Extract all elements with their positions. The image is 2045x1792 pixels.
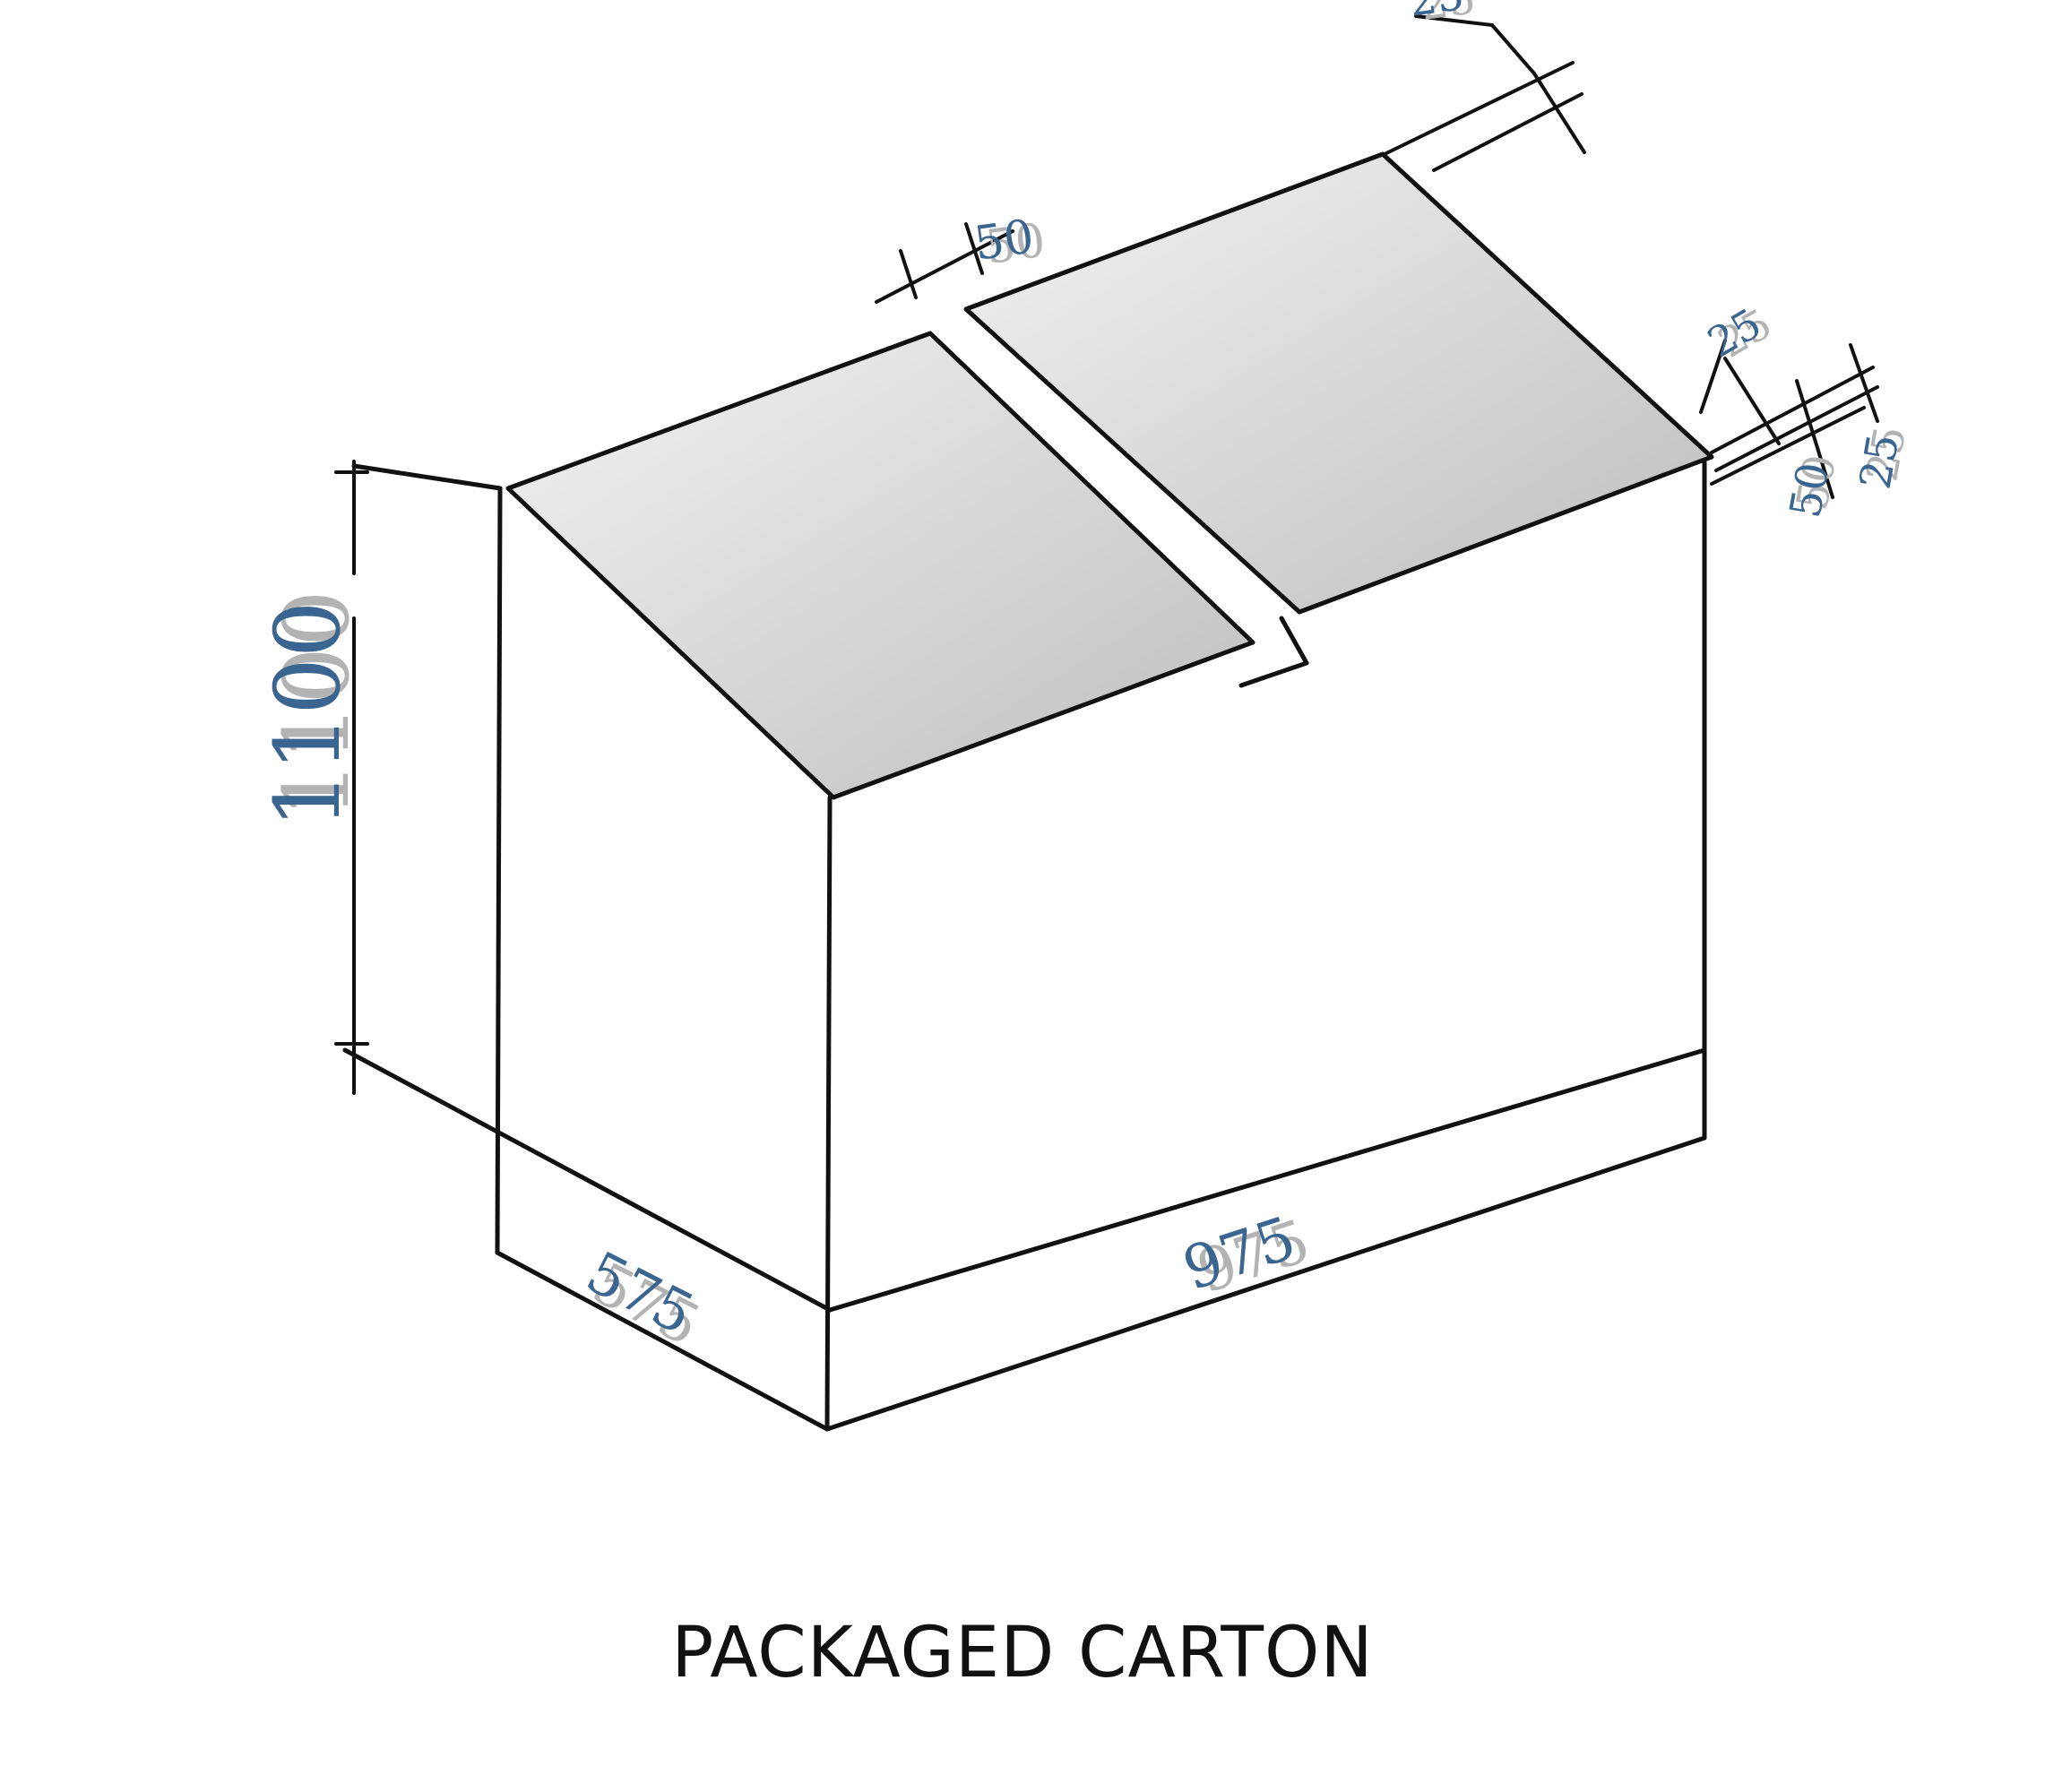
dimension-top-right-offset-label: 25 25 (1406, 0, 1479, 30)
svg-text:25: 25 (1857, 422, 1916, 485)
svg-text:975: 975 (1175, 1203, 1304, 1304)
top-panel-right (963, 151, 1714, 615)
dimension-right-stack-50-label: 50 50 (1781, 451, 1846, 521)
dimension-depth-label: 575 575 (576, 1239, 710, 1359)
svg-text:50: 50 (971, 210, 1037, 271)
dimension-right-stack-25-label: 25 25 (1851, 422, 1916, 493)
height-dimension-line (334, 460, 369, 1095)
dimension-width-label: 975 975 (1175, 1203, 1317, 1306)
dimension-top-gap-label: 50 50 (971, 210, 1048, 276)
top-panel-left (505, 331, 1255, 800)
right-stack-dimension-lines (1699, 339, 1879, 499)
dimension-height-label: 1100 1100 (255, 590, 369, 830)
dimension-right-offset-label: 25 25 (1700, 298, 1780, 366)
top-gap-dimension-line (875, 222, 1014, 304)
top-right-dimension-line (1383, 14, 1586, 172)
svg-text:50: 50 (1781, 459, 1840, 521)
svg-text:50: 50 (982, 214, 1048, 276)
drawing-caption: PACKAGED CARTON (671, 1613, 1374, 1693)
svg-text:1100: 1100 (264, 590, 369, 819)
svg-text:50: 50 (1787, 451, 1846, 513)
svg-text:25: 25 (1851, 430, 1910, 493)
svg-text:1100: 1100 (255, 601, 360, 830)
carton-edges (342, 460, 1707, 1432)
